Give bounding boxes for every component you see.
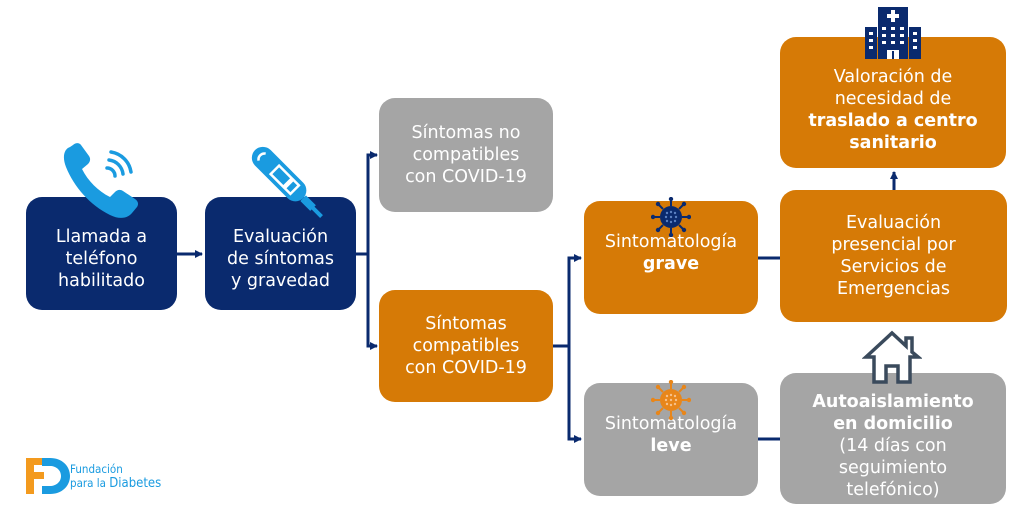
arrow-to-compatible bbox=[366, 254, 378, 350]
node-transfer-line: traslado a centro bbox=[808, 110, 977, 132]
node-in-person-line: presencial por bbox=[831, 235, 956, 255]
arrow-to-mild bbox=[567, 346, 582, 443]
node-evaluation-line: de síntomas bbox=[227, 248, 334, 269]
node-compatible-line: compatibles bbox=[412, 336, 520, 356]
node-isolation-bold: Autoaislamiento bbox=[812, 391, 974, 412]
hospital-icon bbox=[865, 7, 921, 59]
node-in-person-line: Emergencias bbox=[836, 279, 951, 299]
node-evaluation-line: y gravedad bbox=[230, 270, 330, 291]
logo-text: Fundación para la Diabetes bbox=[70, 462, 161, 491]
node-mild-line: leve bbox=[650, 435, 691, 457]
node-call-line: habilitado bbox=[58, 270, 145, 291]
node-evaluation-line: Evaluación bbox=[232, 226, 329, 247]
thermometer-icon bbox=[251, 146, 323, 218]
logo-line1: Fundación bbox=[70, 462, 123, 476]
arrow-to-not-compatible bbox=[366, 151, 378, 254]
node-transfer-bold: traslado a centro bbox=[808, 110, 978, 131]
node-not-compatible-line: con COVID-19 bbox=[405, 167, 527, 187]
node-evaluation: Evaluación de síntomas y gravedad bbox=[205, 197, 356, 310]
node-compatible-line: con COVID-19 bbox=[405, 358, 527, 378]
node-in-person-line: Servicios de bbox=[840, 257, 947, 277]
node-mild-line: Sintomatología bbox=[604, 413, 738, 434]
node-severe-bold: grave bbox=[642, 253, 700, 274]
virus-icon bbox=[651, 197, 691, 237]
node-transfer-bold: sanitario bbox=[849, 132, 937, 153]
logo: Fundación para la Diabetes bbox=[26, 458, 161, 494]
logo-mark bbox=[26, 458, 70, 494]
node-isolation: Autoaislamiento en domicilio (14 días co… bbox=[780, 373, 1006, 504]
logo-line2-bold: Diabetes bbox=[109, 476, 162, 491]
node-isolation-line: seguimiento bbox=[838, 457, 948, 478]
node-not-compatible: Síntomas no compatibles con COVID-19 bbox=[379, 98, 553, 212]
node-isolation-line: en domicilio bbox=[833, 413, 953, 435]
node-severe-line: grave bbox=[643, 253, 699, 275]
arrow-to-severe bbox=[567, 254, 582, 346]
node-isolation-line: (14 días con bbox=[839, 435, 947, 456]
node-transfer-line: Valoración de bbox=[833, 66, 953, 87]
node-compatible: Síntomas compatibles con COVID-19 bbox=[379, 290, 553, 402]
node-in-person-line: Evaluación bbox=[845, 213, 942, 233]
node-severe-line: Sintomatología bbox=[604, 231, 738, 252]
logo-line2: para la Diabetes bbox=[70, 476, 161, 491]
node-call-line: Llamada a bbox=[55, 226, 148, 247]
node-compatible-line: Síntomas bbox=[425, 314, 507, 334]
node-call: Llamada a teléfono habilitado bbox=[26, 197, 177, 310]
node-mild-bold: leve bbox=[650, 435, 692, 456]
node-isolation-line: telefónico) bbox=[846, 479, 940, 500]
virus-icon bbox=[651, 380, 691, 420]
node-not-compatible-line: Síntomas no bbox=[411, 123, 521, 143]
node-transfer-line: necesidad de bbox=[834, 88, 952, 109]
house-icon bbox=[862, 330, 922, 384]
node-transfer-line: sanitario bbox=[849, 132, 937, 154]
node-call-line: teléfono bbox=[65, 248, 138, 269]
node-isolation-bold: en domicilio bbox=[833, 413, 953, 434]
node-isolation-line: Autoaislamiento bbox=[812, 391, 973, 413]
logo-line2-prefix: para la bbox=[70, 476, 110, 490]
node-in-person: Evaluación presencial por Servicios de E… bbox=[780, 190, 1007, 322]
phone-icon bbox=[63, 143, 139, 218]
node-not-compatible-line: compatibles bbox=[412, 145, 520, 165]
